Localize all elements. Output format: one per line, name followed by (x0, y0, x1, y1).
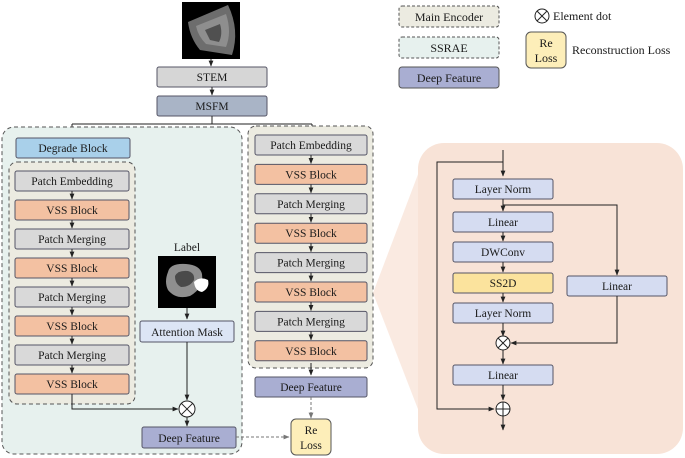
legend-ssrae-label: SSRAE (430, 41, 467, 55)
detail-linear-side-label: Linear (602, 281, 632, 293)
detail-linear-side: Linear (566, 275, 668, 297)
detail-layer-norm-2: Layer Norm (452, 302, 554, 324)
detail-linear-1-label: Linear (488, 217, 518, 229)
main-deep-feature-label: Deep Feature (280, 382, 342, 394)
label-mask-image (158, 256, 216, 308)
block-label-2: Patch Merging (38, 234, 106, 246)
block-label-0: Patch Embedding (31, 176, 113, 188)
main-deep-feature: Deep Feature (254, 376, 368, 398)
detail-dwconv: DWConv (452, 241, 554, 263)
block-label-3: VSS Block (46, 263, 98, 275)
degrade-block: Degrade Block (15, 137, 131, 159)
block-label-4: Patch Merging (277, 258, 345, 270)
detail-dwconv-label: DWConv (481, 247, 525, 259)
zoom-connector (373, 148, 428, 435)
block-label-3: VSS Block (285, 228, 337, 240)
block-label-7: VSS Block (46, 379, 98, 391)
legend-element-dot-label: Element dot (553, 9, 612, 23)
attention-mask-label: Attention Mask (151, 327, 223, 339)
msfm-block: MSFM (156, 95, 268, 117)
circled-times-icon (534, 8, 550, 24)
element-dot-operator (178, 400, 196, 418)
detail-layer-norm-2-label: Layer Norm (475, 308, 532, 320)
legend-deep-feature-label: Deep Feature (417, 71, 481, 85)
attention-mask-block: Attention Mask (139, 320, 235, 343)
legend-reconstruction-loss-label: Reconstruction Loss (572, 43, 671, 57)
ssrae-deep-feature-label: Deep Feature (158, 433, 220, 445)
legend-main-encoder: Main Encoder (398, 5, 500, 28)
legend-ssrae: SSRAE (398, 36, 500, 59)
circled-plus-icon (495, 401, 511, 417)
detail-ss2d: SS2D (452, 272, 554, 294)
block-label-4: Patch Merging (38, 292, 106, 304)
stem-label: STEM (197, 72, 228, 84)
block-label-6: Patch Merging (38, 350, 106, 362)
detail-linear-1: Linear (452, 211, 554, 233)
ssrae-deep-feature: Deep Feature (141, 426, 237, 449)
detail-layer-norm-1-label: Layer Norm (475, 184, 532, 196)
legend-re-loss: Re Loss (525, 31, 567, 69)
input-ultrasound-image (182, 2, 240, 59)
legend-re-loss-line2: Loss (535, 51, 558, 65)
re-loss-block: Re Loss (290, 418, 332, 456)
block-label-2: Patch Merging (277, 199, 345, 211)
detail-ss2d-label: SS2D (490, 278, 517, 290)
detail-layer-norm-1: Layer Norm (452, 178, 554, 200)
legend-main-encoder-label: Main Encoder (415, 10, 483, 24)
legend-re-loss-line1: Re (539, 36, 552, 50)
legend: Main Encoder SSRAE Deep Feature Element … (398, 5, 671, 89)
block-label-1: VSS Block (46, 205, 98, 217)
re-loss-line1: Re (305, 425, 318, 437)
block-label-5: VSS Block (285, 287, 337, 299)
label-caption: Label (174, 242, 200, 254)
legend-deep-feature: Deep Feature (398, 66, 500, 89)
block-label-0: Patch Embedding (270, 140, 352, 152)
re-loss-line2: Loss (300, 440, 322, 452)
detail-linear-out-label: Linear (488, 370, 518, 382)
stem-block: STEM (156, 66, 268, 88)
msfm-label: MSFM (195, 101, 228, 113)
block-label-6: Patch Merging (277, 316, 345, 328)
detail-linear-out: Linear (452, 364, 554, 386)
block-label-1: VSS Block (285, 169, 337, 181)
block-label-5: VSS Block (46, 321, 98, 333)
vss-block-7 (254, 340, 368, 362)
degrade-block-label: Degrade Block (38, 143, 108, 155)
circled-times-icon (495, 335, 511, 351)
block-label-7: VSS Block (285, 346, 337, 358)
